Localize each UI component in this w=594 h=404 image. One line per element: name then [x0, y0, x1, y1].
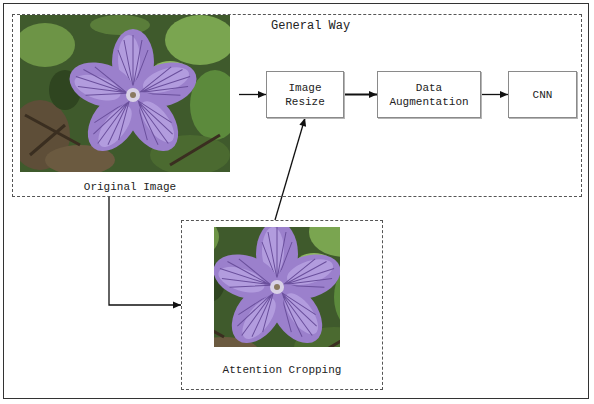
box-label: Data Augmentation: [378, 81, 480, 109]
flow-arrow: [344, 91, 377, 98]
flow-arrow: [275, 118, 306, 220]
process-box: Image Resize: [266, 71, 344, 118]
image-caption: Original Image: [21, 180, 239, 194]
flow-arrow: [239, 91, 266, 98]
original-image-node: Original Image: [21, 16, 239, 194]
connector-line: [109, 197, 181, 305]
cropped-flower-photo: [214, 227, 340, 347]
connector-line: [275, 118, 305, 220]
flow-arrow: [109, 197, 181, 309]
flower-photo: [20, 15, 230, 172]
arrowhead: [299, 118, 306, 127]
general-way-region: General WayOriginal Image Image Resize Dat…: [12, 14, 582, 197]
process-box: CNN: [508, 71, 577, 118]
region-caption: Attention Cropping: [182, 363, 382, 377]
box-label: Image Resize: [267, 81, 343, 109]
region-heading: General Way: [271, 19, 350, 33]
arrowhead: [369, 91, 377, 98]
attention-cropping-region: Attention Cropping: [181, 220, 383, 390]
arrowhead: [258, 91, 266, 98]
arrowhead: [500, 91, 508, 98]
flow-arrow: [481, 91, 508, 98]
arrowhead: [173, 302, 181, 309]
box-label: CNN: [530, 88, 556, 102]
process-box: Data Augmentation: [377, 71, 481, 118]
